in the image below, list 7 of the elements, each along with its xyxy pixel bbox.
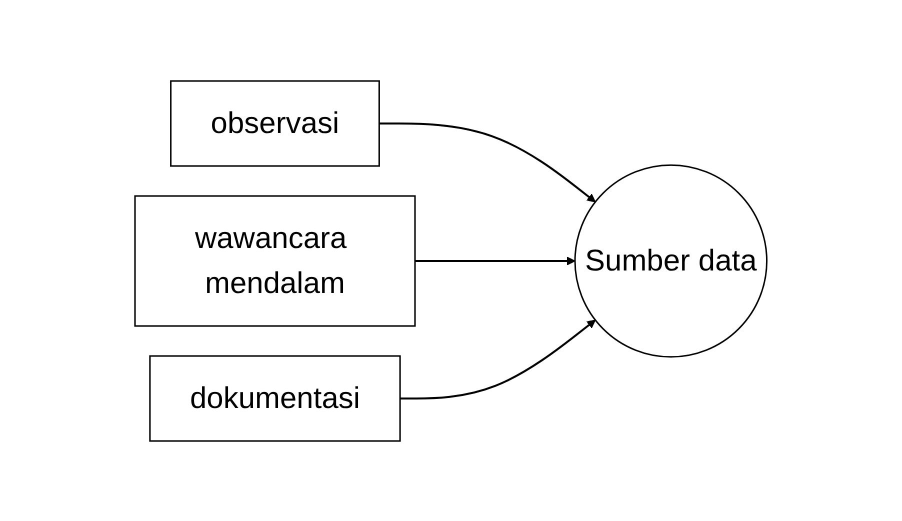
node-circle: Sumber data [574, 164, 768, 358]
node-box: wawancara mendalam [134, 194, 416, 326]
arrow [400, 319, 596, 399]
node-box: dokumentasi [149, 354, 401, 442]
arrow [379, 122, 596, 202]
node-box: observasi [170, 80, 380, 166]
arrow [415, 256, 576, 265]
